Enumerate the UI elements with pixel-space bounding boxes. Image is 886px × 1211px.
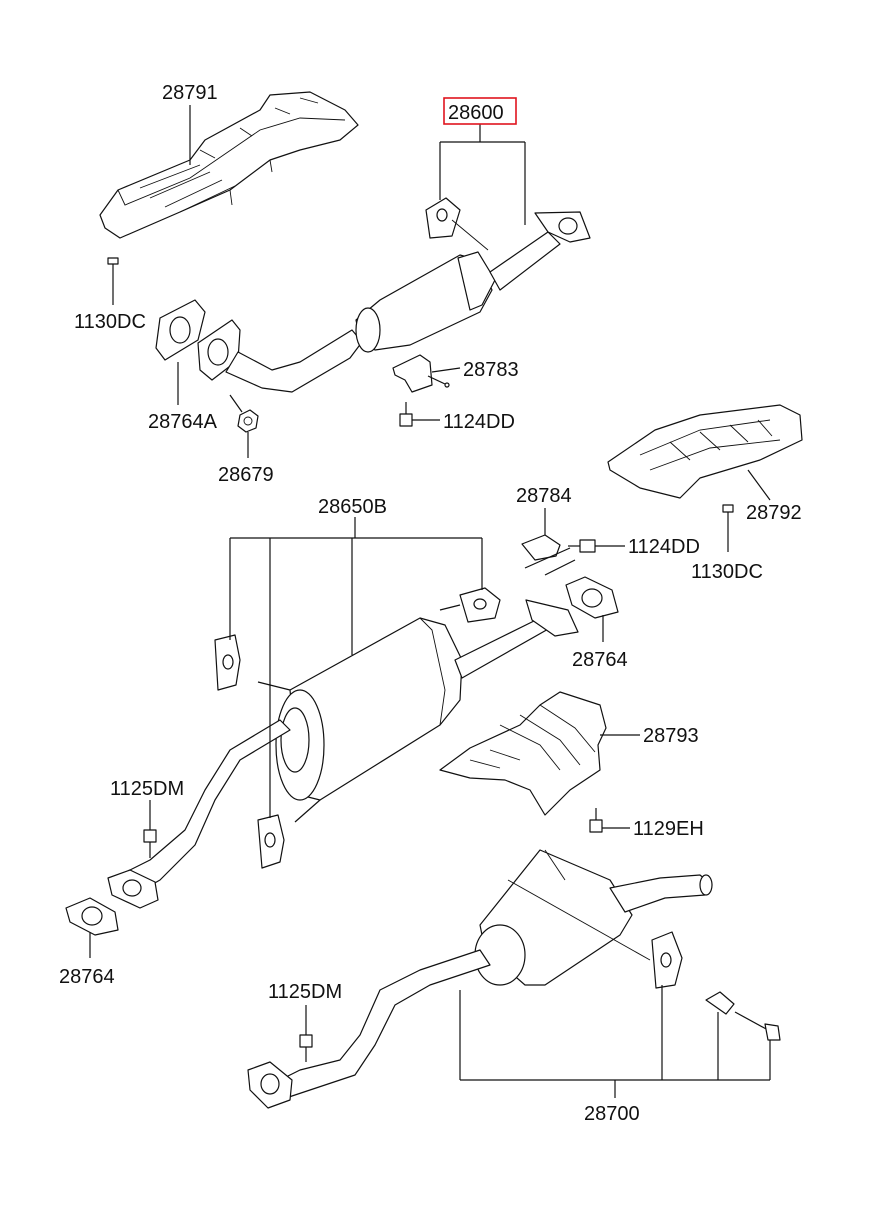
label-28764-left: 28764 xyxy=(59,966,115,988)
label-1124dd-mid: 1124DD xyxy=(628,536,700,558)
gasket-28764-left[interactable] xyxy=(65,897,119,936)
leader-28650b xyxy=(229,517,483,818)
label-1129eh: 1129EH xyxy=(633,818,704,840)
heat-shield-28792[interactable] xyxy=(607,404,803,499)
label-28600: 28600 xyxy=(448,102,504,124)
label-28764-right: 28764 xyxy=(572,649,628,671)
bolt-1124dd-mid[interactable] xyxy=(568,539,596,553)
leader-28679 xyxy=(229,394,243,413)
gasket-28764-right[interactable] xyxy=(565,576,619,619)
label-28792: 28792 xyxy=(746,502,802,524)
label-28791: 28791 xyxy=(162,82,218,104)
bolt-1125dm-bottom[interactable] xyxy=(299,1034,313,1062)
bolt-1124dd-top[interactable] xyxy=(399,402,413,427)
leader-28783 xyxy=(431,367,461,373)
label-1124dd-top: 1124DD xyxy=(443,411,515,433)
bolt-1125dm-left[interactable] xyxy=(143,829,157,858)
leader-28792 xyxy=(747,469,771,501)
leader-28700 xyxy=(459,985,771,1098)
nut-28679[interactable] xyxy=(237,409,259,433)
label-1130dc-right: 1130DC xyxy=(691,561,763,583)
bolt-1130dc-right[interactable] xyxy=(722,504,734,525)
label-28700: 28700 xyxy=(584,1103,640,1125)
bolt-1129eh[interactable] xyxy=(589,808,603,833)
center-muffler-28650b[interactable] xyxy=(107,587,579,909)
bracket-28783[interactable] xyxy=(392,354,450,393)
bolt-1130dc-top[interactable] xyxy=(107,257,119,278)
label-28764a: 28764A xyxy=(148,411,218,433)
bracket-28784[interactable] xyxy=(521,534,576,576)
heat-shield-28793[interactable] xyxy=(439,691,607,816)
label-28784: 28784 xyxy=(516,485,572,507)
label-1125dm-bottom: 1125DM xyxy=(268,981,342,1003)
leader-28600 xyxy=(439,124,526,225)
label-28679: 28679 xyxy=(218,464,274,486)
heat-shield-28791[interactable] xyxy=(99,91,359,239)
main-muffler-28700[interactable] xyxy=(247,849,781,1109)
label-28793: 28793 xyxy=(643,725,699,747)
label-1125dm-left: 1125DM xyxy=(110,778,184,800)
front-pipe-28600[interactable] xyxy=(197,197,591,393)
label-1130dc-top: 1130DC xyxy=(74,311,146,333)
highlight-box-28600 xyxy=(443,97,517,125)
gasket-28764a[interactable] xyxy=(155,299,206,361)
label-28650b: 28650B xyxy=(318,496,387,518)
label-28783: 28783 xyxy=(463,359,519,381)
